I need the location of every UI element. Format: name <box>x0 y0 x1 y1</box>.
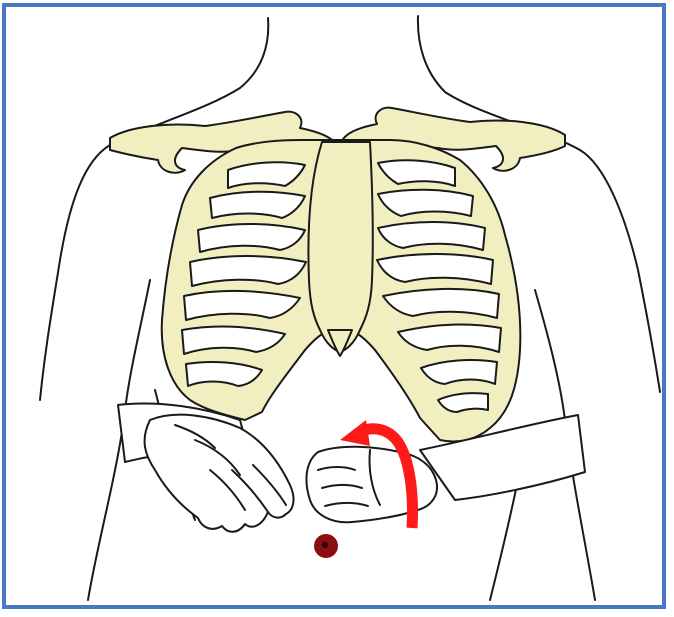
navel-marker-icon <box>314 534 338 558</box>
open-hand-icon <box>145 415 294 532</box>
rib-cage-icon <box>162 140 521 442</box>
